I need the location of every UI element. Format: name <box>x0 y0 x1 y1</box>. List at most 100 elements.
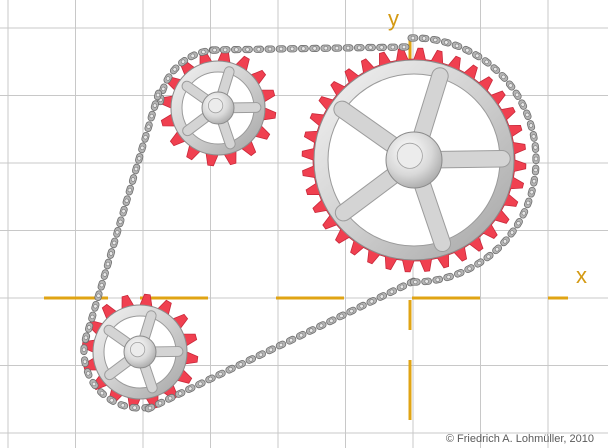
chain-link <box>464 264 475 274</box>
chain-pin <box>146 124 151 129</box>
chain-pin <box>212 48 217 53</box>
chain-pin <box>158 401 163 406</box>
chain-pin <box>181 59 186 64</box>
large-right-sprocket <box>301 47 527 273</box>
chain-pin <box>329 318 334 323</box>
chain-pin <box>109 398 114 403</box>
chain-link <box>97 388 107 398</box>
chain-link <box>125 184 134 196</box>
chain-pin <box>312 46 317 51</box>
chain-link <box>119 205 128 217</box>
chain-link <box>255 350 267 360</box>
chain-pin <box>334 46 339 51</box>
chain-pin <box>516 221 521 226</box>
chain-pin <box>369 299 374 304</box>
chain-pin <box>134 166 139 172</box>
chain-pin <box>525 112 530 117</box>
chain-link <box>505 80 516 91</box>
chain-pin <box>457 271 462 276</box>
chain-pin <box>201 49 206 54</box>
chain-pin <box>258 352 263 357</box>
chain-link <box>129 403 140 412</box>
chain-pin <box>140 145 145 150</box>
chain-link <box>131 163 141 175</box>
chain-link <box>481 57 492 67</box>
chain-link <box>492 244 503 255</box>
chain-pin <box>278 342 284 348</box>
chain-pin <box>528 123 534 128</box>
chain-pin <box>477 260 482 266</box>
chain-link <box>336 311 347 321</box>
chain-link <box>398 43 410 51</box>
chain-link <box>532 153 540 165</box>
chain-link <box>298 44 309 53</box>
chain-link <box>185 384 196 393</box>
chain-link <box>150 100 160 111</box>
chain-pin <box>149 114 154 119</box>
copyright-notice: © Friedrich A. Lohmüller, 2010 <box>445 433 594 445</box>
chain-pin <box>339 313 344 318</box>
chain-pin <box>486 254 491 259</box>
chain-link <box>342 44 354 52</box>
chain-pin <box>118 219 123 224</box>
chain-link <box>80 356 89 368</box>
chain-pin <box>444 40 449 45</box>
chain-link <box>116 216 125 228</box>
chain-pin <box>323 46 328 51</box>
chain-link <box>245 355 257 364</box>
chain-pin <box>267 47 272 52</box>
chain-link <box>89 378 99 390</box>
chain-link <box>97 279 106 291</box>
sprocket-axle <box>208 98 224 114</box>
chain-link <box>88 311 97 323</box>
chain-pin <box>115 230 120 235</box>
chain-pin <box>465 48 470 53</box>
chain-pin <box>467 266 472 271</box>
chain-pin <box>521 211 526 216</box>
chain-link <box>174 389 186 398</box>
chain-pin <box>218 372 223 377</box>
small-top-left-sprocket <box>159 49 277 167</box>
chain-pin <box>502 239 508 244</box>
y-axis-label: y <box>388 6 399 31</box>
chain-link <box>472 51 483 61</box>
chain-link <box>135 153 144 164</box>
chain-link <box>225 364 236 374</box>
chain-pin <box>161 86 166 91</box>
chain-pin <box>368 45 373 50</box>
chain-link <box>309 44 320 53</box>
chain-link <box>474 258 485 268</box>
chain-link <box>295 330 307 340</box>
chain-pin <box>178 391 183 396</box>
chain-pin <box>309 328 314 333</box>
chain-pin <box>501 74 506 79</box>
chain-pin <box>81 347 87 352</box>
chain-link <box>421 277 432 286</box>
chain-pin <box>532 179 537 184</box>
chain-pin <box>121 209 126 214</box>
chain-link <box>366 297 377 306</box>
chain-link <box>483 251 494 262</box>
chain-pin <box>319 323 324 328</box>
chain-pin <box>93 304 98 309</box>
chain-link <box>500 236 510 247</box>
chain-pin <box>228 367 233 372</box>
chain-link <box>144 121 153 133</box>
chain-link <box>498 71 509 82</box>
chain-link <box>523 197 533 209</box>
chain-link <box>432 275 444 284</box>
chain-link <box>100 269 109 280</box>
sprocket-axle <box>396 142 423 169</box>
chain-link <box>275 340 287 350</box>
chain-link <box>83 368 93 379</box>
chain-link <box>429 35 441 44</box>
chain-link <box>163 73 173 84</box>
chain-pin <box>349 309 354 314</box>
chain-pin <box>533 167 538 173</box>
chain-pin <box>357 45 362 50</box>
chain-pin <box>165 76 171 81</box>
chain-link <box>356 301 367 311</box>
chain-link <box>512 89 522 100</box>
chain-link <box>275 45 287 53</box>
chain-link <box>454 269 465 278</box>
